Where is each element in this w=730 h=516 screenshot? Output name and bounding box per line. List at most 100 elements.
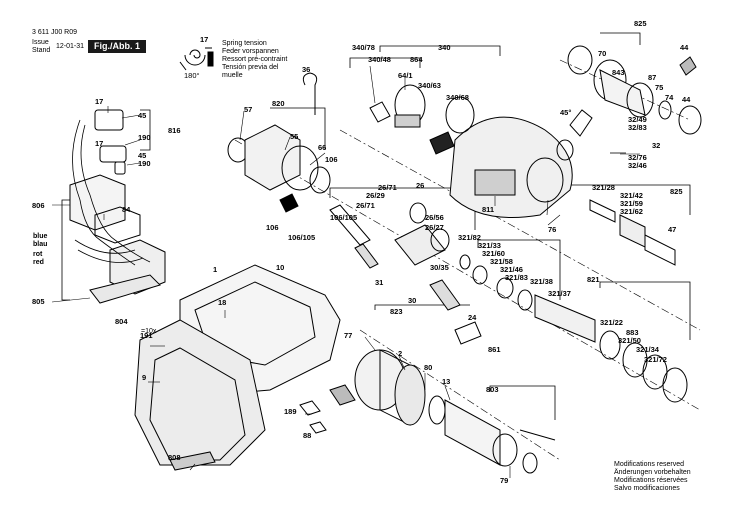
part-callout: 64/1 <box>398 71 413 80</box>
part-callout: 321/46 <box>500 265 523 274</box>
part-callout: 843 <box>612 68 625 77</box>
part-callout: 321/62 <box>620 207 643 216</box>
part-callout: 18 <box>218 298 226 307</box>
part-callout: 321/42 <box>620 191 643 200</box>
part-callout: 340/68 <box>446 93 469 102</box>
part-callout: 816 <box>168 126 181 135</box>
modifications-line: Änderungen vorbehalten <box>614 469 691 476</box>
part-callout: 106/105 <box>288 233 315 242</box>
part-callout: 36 <box>302 65 310 74</box>
part-callout: 2 <box>398 349 402 358</box>
part-callout: 74 <box>665 93 674 102</box>
part-callout: 24 <box>468 313 477 322</box>
part-callout: 30 <box>408 296 416 305</box>
part-callout: 26/71 <box>356 201 375 210</box>
leader-lines <box>51 65 640 478</box>
part-callout: 190 <box>138 159 151 168</box>
spring-legend-line: muelle <box>222 72 243 79</box>
part-callout: 864 <box>410 55 423 64</box>
issue-date: 12-01-31 <box>56 43 85 50</box>
part-callout: 26 <box>416 181 424 190</box>
part-callout: 321/38 <box>530 277 553 286</box>
electronics-assembly <box>69 109 166 304</box>
part-callout: 13 <box>442 377 450 386</box>
part-callout: 340/78 <box>352 43 375 52</box>
spring-legend-line: Feder vorspannen <box>222 48 279 55</box>
part-callout: 191 <box>140 331 153 340</box>
spring-legend-line: Ressort pré-contraint <box>222 56 288 63</box>
part-callout: 47 <box>668 225 676 234</box>
part-callout: 1 <box>213 265 217 274</box>
main-housing <box>134 264 356 471</box>
part-callout: 189 <box>284 407 297 416</box>
part-callout: 87 <box>648 73 656 82</box>
part-callout: 803 <box>486 385 499 394</box>
part-callout: 321/50 <box>618 336 641 345</box>
part-callout: 88 <box>303 431 311 440</box>
part-callout: 861 <box>488 345 501 354</box>
part-callout: 321/82 <box>458 233 481 242</box>
part-callout: 84 <box>122 205 131 214</box>
part-callout: 44 <box>682 95 691 104</box>
part-callout: 31 <box>375 278 383 287</box>
part-callout: 9 <box>142 373 146 382</box>
part-callout: 32/83 <box>628 123 647 132</box>
part-callout: 75 <box>655 83 663 92</box>
part-callout: 80 <box>424 363 432 372</box>
part-callout: 321/83 <box>505 273 528 282</box>
part-callout: 190 <box>138 133 151 142</box>
part-callout: 321/22 <box>600 318 623 327</box>
rear-housing-assembly <box>227 72 331 213</box>
spring-legend-line: Tensión previa del <box>222 64 279 71</box>
part-callout: 804 <box>115 317 128 326</box>
part-callout: 340/63 <box>418 81 441 90</box>
part-callout: 26/29 <box>366 191 385 200</box>
part-callout: 806 <box>32 201 45 210</box>
part-callout: 106/105 <box>330 213 357 222</box>
part-callout: 10 <box>276 263 284 272</box>
spring-tension-icon: 17 180° <box>179 35 214 80</box>
modifications-note: Modifications reserved Änderungen vorbeh… <box>614 461 691 493</box>
figure-title: Fig./Abb. 1 <box>88 40 146 53</box>
part-callout: 106 <box>325 155 338 164</box>
spindle-assembly <box>329 199 688 403</box>
part-callout: 70 <box>598 49 606 58</box>
part-callout: 30/35 <box>430 263 449 272</box>
part-callout: 820 <box>272 99 285 108</box>
part-callout: 321/34 <box>636 345 660 354</box>
part-callout: 26/56 <box>425 213 444 222</box>
part-callout: 321/28 <box>592 183 615 192</box>
wire-color-label: rot <box>33 251 43 258</box>
part-callout: 340/48 <box>368 55 391 64</box>
part-callout: 79 <box>500 476 508 485</box>
part-callout: 340 <box>438 43 451 52</box>
part-callout: 17 <box>95 139 103 148</box>
part-callouts: 17 45 816 190 17 45 190 806 84 805 804 8… <box>32 19 691 485</box>
part-callout: 821 <box>587 275 600 284</box>
part-callout: 55 <box>290 132 298 141</box>
part-callout: 76 <box>548 225 556 234</box>
part-callout: 321/60 <box>482 249 505 258</box>
part-callout: 805 <box>32 297 45 306</box>
wire-color-label: blue <box>33 233 47 240</box>
part-callout: 321/59 <box>620 199 643 208</box>
modifications-line: Salvo modificaciones <box>614 485 680 492</box>
part-callout: 26/27 <box>425 223 444 232</box>
part-callout: 825 <box>634 19 647 28</box>
part-callout: 808 <box>168 453 181 462</box>
part-callout: 44 <box>680 43 689 52</box>
part-callout: 26/71 <box>378 183 397 192</box>
gear-housing <box>369 84 573 218</box>
part-callout: 45 <box>138 151 146 160</box>
part-callout: 811 <box>482 205 494 214</box>
part-callout: 321/58 <box>490 257 513 266</box>
part-callout: 17 <box>95 97 103 106</box>
document-number: 3 611 J00 R09 <box>32 29 78 36</box>
issue-label: Issue <box>32 39 49 46</box>
part-callout: 321/72 <box>644 355 667 364</box>
part-callout: 321/33 <box>478 241 501 250</box>
motor-assembly <box>354 349 556 474</box>
part-callout: 32 <box>652 141 660 150</box>
